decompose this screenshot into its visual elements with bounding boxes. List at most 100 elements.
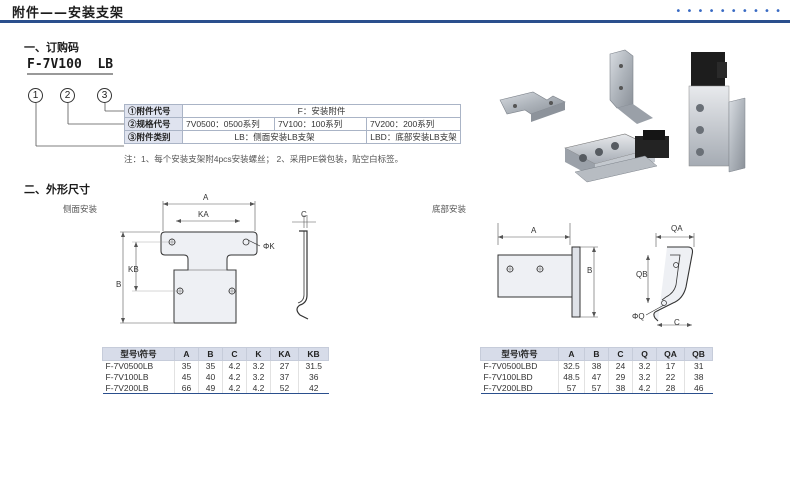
table-cell: 42: [298, 382, 329, 394]
table-cell: 48.5: [558, 371, 585, 383]
ordering-cell: LB：侧面安装LB支架: [182, 130, 367, 144]
table-cell: 3.2: [632, 360, 657, 372]
side-dim-k: ΦK: [263, 242, 275, 251]
spec-header-row: 型号\符号 A B C K KA KB: [102, 347, 329, 361]
table-cell: 38: [584, 360, 609, 372]
table-cell: F-7V200LBD: [480, 382, 559, 394]
table-cell: 4.2: [246, 382, 271, 394]
table-cell: 27: [270, 360, 299, 372]
ordering-table: ①附件代号 F：安装附件 ②规格代号 7V0500：0500系列 7V100：1…: [124, 104, 461, 144]
bracket-flat-photo: [499, 91, 566, 122]
ordering-head: ①附件代号: [124, 104, 183, 118]
bottom-mount-drawing: [497, 223, 695, 327]
section-dimension-title: 二、外形尺寸: [24, 183, 90, 196]
spec-header: 型号\符号: [102, 347, 175, 361]
table-cell: 32.5: [558, 360, 585, 372]
spec-header: QA: [656, 347, 685, 361]
table-cell: F-7V0500LB: [105, 361, 154, 372]
table-cell: 46: [684, 382, 713, 394]
table-cell: 4.2: [222, 360, 247, 372]
valve-standing-photo: [688, 52, 746, 173]
bottom-dim-qa: QA: [671, 224, 683, 233]
table-row: F-7V200LB 66 49 4.2 4.2 52 42: [102, 382, 329, 394]
spec-header: A: [174, 347, 199, 361]
table-cell: 35: [198, 360, 223, 372]
table-cell: 52: [270, 382, 299, 394]
valve-bracket-photo: [564, 130, 669, 183]
ordering-note: 注：1、每个安装支架附4pcs安装螺丝； 2、采用PE袋包装，贴空白标签。: [124, 154, 404, 164]
table-row: F-7V0500LBD 32.5 38 24 3.2 17 31: [481, 360, 713, 372]
table-cell: 47: [584, 371, 609, 383]
table-cell: 57: [558, 382, 585, 394]
side-spec-table: 型号\符号 A B C K KA KB F-7V0500LB 35 35 4.2…: [102, 347, 329, 394]
table-row: F-7V0500LB 35 35 4.2 3.2 27 31.5: [103, 360, 329, 372]
table-cell: 35: [174, 360, 199, 372]
table-cell: 49: [198, 382, 223, 394]
table-row: F-7V100LB 45 40 4.2 3.2 37 36: [103, 371, 329, 383]
bracket-l-photo: [609, 49, 653, 124]
order-code-model: F-7V100: [27, 57, 82, 72]
spec-header: C: [222, 347, 247, 361]
side-mount-label: 侧面安装: [63, 204, 98, 214]
bottom-mount-label: 底部安装: [432, 204, 467, 214]
table-cell: 28: [656, 382, 685, 394]
table-cell: 4.2: [222, 382, 247, 394]
spec-header: KA: [270, 347, 299, 361]
bottom-dim-c: C: [674, 318, 680, 327]
table-cell: 31: [684, 360, 713, 372]
bottom-dim-b: B: [587, 266, 593, 275]
spec-header: 型号\符号: [480, 347, 559, 361]
bottom-dim-a: A: [531, 226, 537, 235]
header-rule: [0, 20, 790, 23]
spec-header: B: [198, 347, 223, 361]
ordering-row-accessory: ①附件代号 F：安装附件: [124, 104, 461, 118]
side-dim-b: B: [116, 280, 122, 289]
table-cell: F-7V0500LBD: [483, 361, 538, 372]
table-row: F-7V200LBD 57 57 38 4.2 28 46: [480, 382, 713, 394]
ordering-cell: 7V200：200系列: [366, 117, 461, 131]
bottom-spec-table: 型号\符号 A B C Q QA QB F-7V0500LBD 32.5 38 …: [480, 347, 713, 394]
order-code-suffix: LB: [97, 57, 114, 72]
section-ordering-title: 一、订购码: [24, 41, 79, 54]
table-cell: 38: [608, 382, 633, 394]
side-dim-c: C: [301, 210, 307, 219]
table-cell: 36: [298, 371, 329, 383]
table-cell: 17: [656, 360, 685, 372]
order-code: F-7V100 LB: [27, 57, 113, 72]
table-cell: 31.5: [298, 360, 329, 372]
ordering-head: ②规格代号: [124, 117, 183, 131]
spec-header: K: [246, 347, 271, 361]
ordering-row-spec: ②规格代号 7V0500：0500系列 7V100：100系列 7V200：20…: [124, 117, 461, 131]
table-cell: 3.2: [246, 371, 271, 383]
code-circle-1: 1: [28, 88, 43, 103]
side-dim-a: A: [203, 193, 209, 202]
table-cell: 40: [198, 371, 223, 383]
page-header: 附件——安装支架 • • • • • • • • • •: [0, 0, 790, 24]
ordering-cell: 7V0500：0500系列: [182, 117, 275, 131]
side-dim-ka: KA: [198, 210, 209, 219]
table-cell: F-7V100LB: [105, 372, 149, 382]
bottom-dim-q: ΦQ: [632, 312, 645, 321]
spec-header: B: [584, 347, 609, 361]
table-cell: F-7V200LB: [102, 382, 175, 394]
page-title: 附件——安装支架: [12, 6, 125, 21]
table-cell: 4.2: [222, 371, 247, 383]
ordering-row-type: ③附件类别 LB：侧面安装LB支架 LBD：底部安装LB支架: [124, 130, 461, 144]
spec-header-row: 型号\符号 A B C Q QA QB: [480, 347, 713, 361]
spec-header: KB: [298, 347, 329, 361]
table-cell: 37: [270, 371, 299, 383]
table-cell: 24: [608, 360, 633, 372]
table-cell: 66: [174, 382, 199, 394]
table-cell: 38: [684, 371, 713, 383]
table-cell: 3.2: [246, 360, 271, 372]
bottom-dim-qb: QB: [636, 270, 648, 279]
table-cell: 3.2: [632, 371, 657, 383]
code-circle-3: 3: [97, 88, 112, 103]
side-mount-drawing: [120, 201, 316, 324]
spec-header: Q: [632, 347, 657, 361]
side-dim-kb: KB: [128, 265, 139, 274]
table-cell: F-7V100LBD: [483, 372, 533, 382]
ordering-cell: LBD：底部安装LB支架: [366, 130, 461, 144]
table-cell: 57: [584, 382, 609, 394]
table-cell: 45: [174, 371, 199, 383]
